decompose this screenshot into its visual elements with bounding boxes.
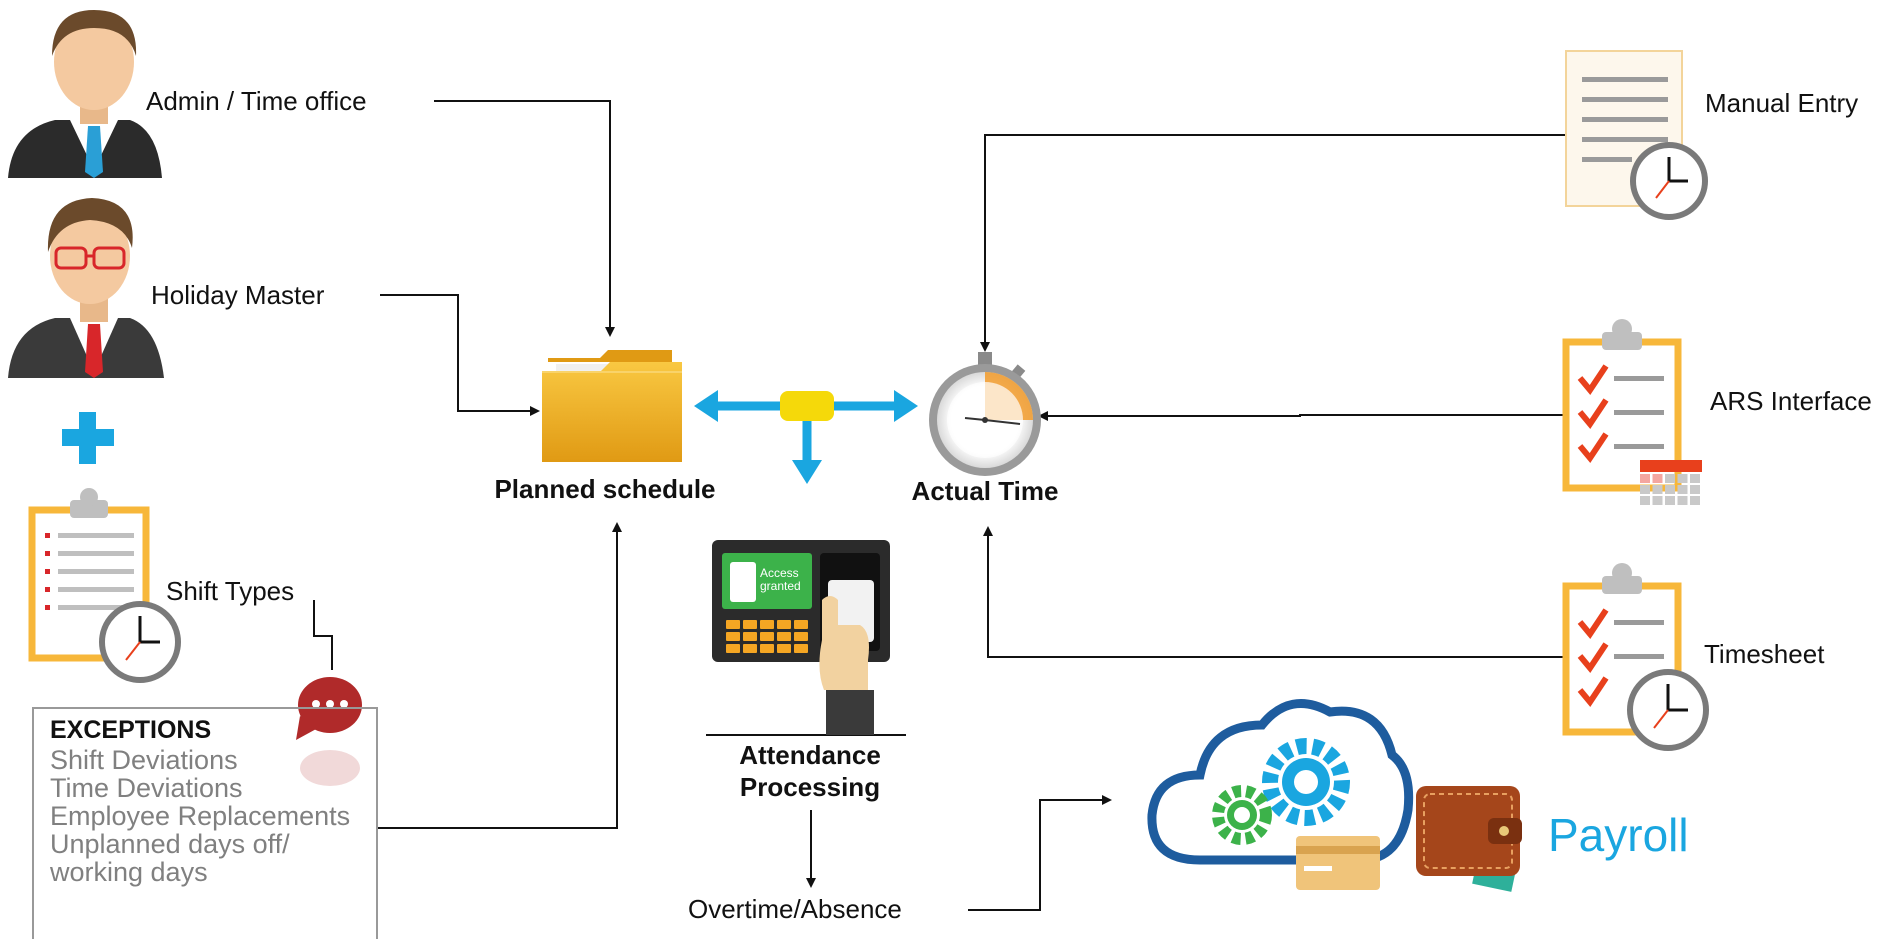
exception-item: Time Deviations	[50, 773, 243, 803]
actual-time-stopwatch-icon	[929, 352, 1041, 476]
keypad-key	[760, 632, 774, 641]
chat-bubble-icon	[296, 677, 362, 786]
device-keypad	[726, 620, 808, 653]
arrow-timesheet-to-actual	[983, 526, 1566, 658]
exceptions-title: EXCEPTIONS	[50, 716, 212, 744]
ars-interface-label: ARS Interface	[1710, 386, 1872, 416]
gear-icon	[1262, 738, 1350, 826]
arrow-exceptions-to-planned	[376, 522, 622, 829]
planned-actual-connector	[694, 390, 918, 484]
small-gear-icon	[1212, 785, 1272, 845]
keypad-key	[777, 632, 791, 641]
keypad-key	[726, 644, 740, 653]
ars-calendar-icon	[1640, 460, 1702, 505]
calendar-cell	[1677, 474, 1688, 483]
attendance-label-line1: Attendance	[739, 740, 881, 770]
exception-item: Unplanned days off/	[50, 829, 290, 859]
arrow-manual-to-actual	[980, 134, 1566, 352]
calendar-cell	[1690, 496, 1700, 505]
hand-with-card-icon	[819, 580, 874, 735]
manual-entry-label: Manual Entry	[1705, 88, 1859, 118]
exception-item: working days	[50, 857, 208, 887]
timesheet-clock-icon	[1627, 669, 1709, 751]
calendar-cell	[1677, 496, 1688, 505]
payroll-label: Payroll	[1548, 809, 1689, 861]
attendance-label-line2: Processing	[739, 772, 881, 802]
wallet-icon	[1416, 786, 1522, 892]
keypad-key	[794, 644, 808, 653]
keypad-key	[743, 644, 757, 653]
credit-card-icon	[1296, 836, 1380, 890]
calendar-cell	[1690, 485, 1700, 494]
arrow-ars-to-actual	[1038, 411, 1566, 421]
exception-item: Employee Replacements	[50, 801, 351, 831]
exceptions-box	[32, 707, 378, 939]
calendar-cell	[1690, 474, 1700, 483]
calendar-cell	[1677, 485, 1688, 494]
keypad-key	[777, 644, 791, 653]
arrow-holiday-to-planned	[380, 294, 540, 416]
keypad-key	[743, 632, 757, 641]
calendar-cell	[1652, 474, 1663, 483]
shift-types-label: Shift Types	[166, 576, 295, 606]
holiday-master-label: Holiday Master	[151, 280, 325, 310]
calendar-cell	[1665, 474, 1675, 483]
plus-icon	[62, 412, 114, 464]
arrow-overtime-to-payroll	[968, 795, 1112, 911]
actual-time-label: Actual Time	[911, 476, 1059, 506]
planned-schedule-label: Planned schedule	[494, 474, 716, 504]
calendar-header	[1640, 460, 1702, 472]
device-screen-text: Access granted	[760, 567, 801, 593]
keypad-key	[726, 620, 740, 629]
admin-label: Admin / Time office	[146, 86, 367, 116]
manual-entry-document-icon	[1565, 50, 1683, 207]
line-shift-types-to-bubble	[313, 600, 333, 670]
calendar-cell	[1652, 496, 1663, 505]
keypad-key	[777, 620, 791, 629]
manual-entry-clock-icon	[1630, 142, 1708, 220]
device-screen-line1: Access	[760, 566, 799, 580]
admin-avatar-icon	[8, 10, 162, 178]
timesheet-label: Timesheet	[1704, 639, 1825, 669]
calendar-cell	[1640, 485, 1650, 494]
planned-schedule-folder-icon	[542, 350, 682, 462]
calendar-cell	[1640, 474, 1650, 483]
keypad-key	[794, 632, 808, 641]
holiday-master-avatar-icon	[8, 198, 164, 378]
exception-item: Shift Deviations	[50, 745, 238, 775]
calendar-cell	[1665, 485, 1675, 494]
keypad-key	[743, 620, 757, 629]
shift-types-clock-icon	[99, 601, 181, 683]
keypad-key	[794, 620, 808, 629]
keypad-key	[760, 620, 774, 629]
calendar-cell	[1640, 496, 1650, 505]
keypad-key	[760, 644, 774, 653]
keypad-key	[726, 632, 740, 641]
calendar-cell	[1665, 496, 1675, 505]
calendar-cell	[1652, 485, 1663, 494]
overtime-absence-label: Overtime/Absence	[688, 894, 902, 924]
arrow-admin-to-planned	[434, 100, 615, 337]
device-screen-line2: granted	[760, 579, 801, 593]
